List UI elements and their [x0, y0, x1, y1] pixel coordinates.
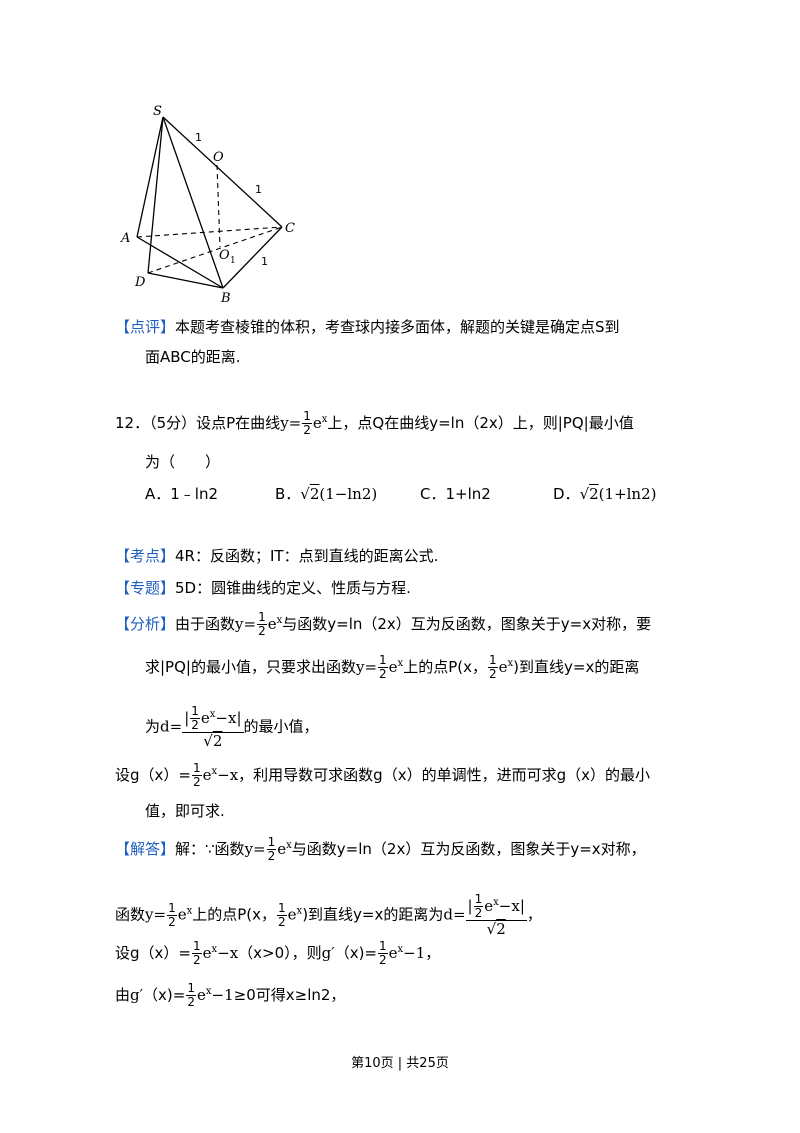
- comment-tag: 【点评】: [115, 318, 176, 336]
- kaodian-line: 【考点】4R：反函数；IT：点到直线的距离公式.: [115, 546, 438, 566]
- edge-length-BC: 1: [261, 255, 268, 268]
- edge-AB: [136, 236, 224, 289]
- label-A: A: [120, 231, 130, 246]
- question-12-line2: 为（ ）: [145, 452, 220, 472]
- edge-SA: [136, 116, 164, 238]
- edge-OO1: [216, 164, 221, 248]
- page-footer: 第10页 | 共25页: [351, 1056, 449, 1071]
- zhuanti-tag: 【专题】: [115, 579, 176, 597]
- edge-SB: [162, 116, 224, 289]
- jieda-tag: 【解答】: [115, 840, 176, 858]
- option-d: D．√2(1+ln2): [553, 485, 657, 503]
- label-D: D: [134, 275, 146, 290]
- edge-SC: [162, 116, 283, 228]
- comment-line1: 【点评】本题考查棱锥的体积，考查球内接多面体，解题的关键是确定点S到: [115, 317, 620, 337]
- tetrahedron-figure: S O A C D O B 1 1 1 1: [120, 104, 295, 305]
- comment-text1: 本题考查棱锥的体积，考查球内接多面体，解题的关键是确定点S到: [175, 318, 620, 336]
- edge-length-SO: 1: [195, 131, 202, 144]
- edge-length-OC: 1: [255, 183, 262, 196]
- curve-y-eq: y=: [280, 414, 302, 432]
- fenxi-line5: 值，即可求.: [145, 802, 225, 820]
- comment-text2: 面ABC的距离.: [145, 348, 241, 366]
- label-O: O: [213, 150, 224, 165]
- edge-SD: [147, 116, 164, 274]
- question-12-options: A．1﹣ln2 B．√2(1−ln2) C．1+ln2 D．√2(1+ln2): [145, 484, 685, 504]
- question-12-blank: 为（ ）: [145, 453, 221, 471]
- comment-line2: 面ABC的距离.: [145, 347, 241, 367]
- fenxi-tag: 【分析】: [115, 615, 176, 633]
- edge-DB: [147, 272, 224, 289]
- label-B: B: [220, 291, 231, 305]
- option-c: C．1+ln2: [420, 485, 491, 503]
- option-a: A．1﹣ln2: [145, 485, 219, 503]
- zhuanti-text: 5D：圆锥曲线的定义、性质与方程.: [175, 579, 411, 597]
- label-O1-subscript: 1: [230, 256, 236, 266]
- label-C: C: [285, 221, 295, 236]
- edge-BC: [222, 226, 283, 289]
- kaodian-tag: 【考点】: [115, 547, 176, 565]
- label-O1: O: [219, 248, 230, 263]
- edge-DC: [147, 226, 283, 274]
- question-12-intro: 12．（5分）设点P在曲线: [115, 414, 281, 432]
- label-S: S: [153, 104, 162, 119]
- edge-AC: [136, 226, 283, 238]
- zhuanti-line: 【专题】5D：圆锥曲线的定义、性质与方程.: [115, 578, 411, 598]
- question-12-mid: 上，点Q在曲线y=ln（2x）上，则|PQ|最小值: [327, 414, 634, 432]
- kaodian-text: 4R：反函数；IT：点到直线的距离公式.: [175, 547, 439, 565]
- option-b: B．√2(1−ln2): [275, 485, 378, 503]
